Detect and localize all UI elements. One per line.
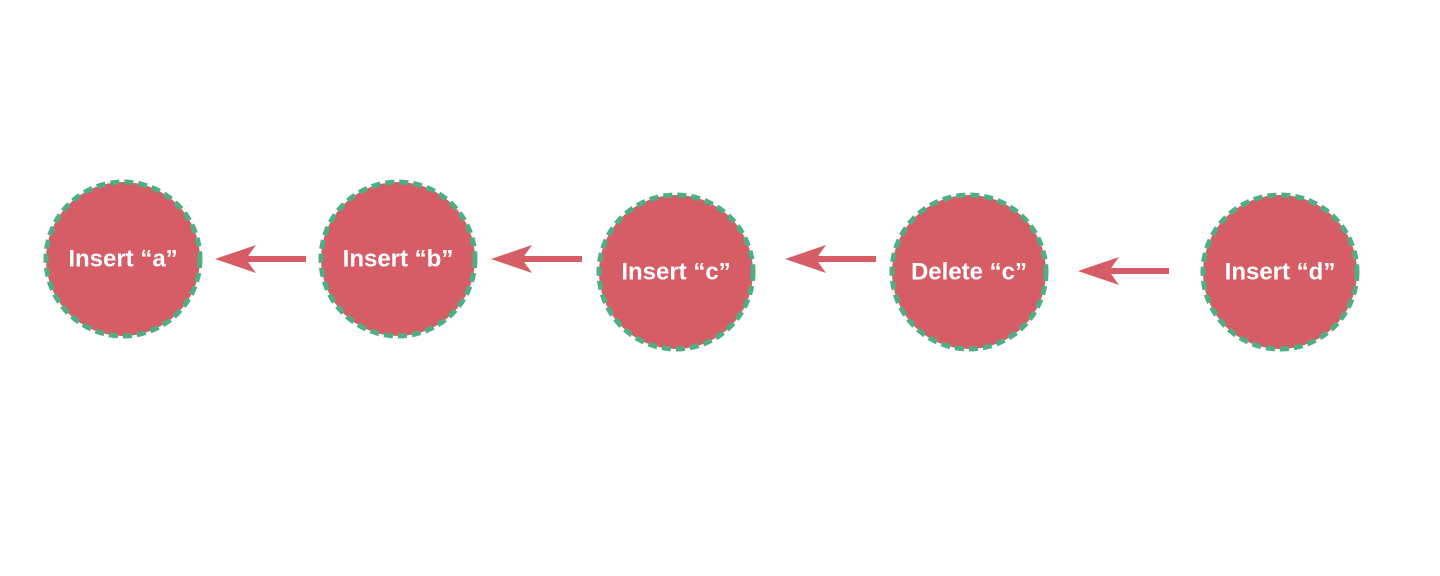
nodes: Insert “a” Insert “b” Insert “c” Delete … — [43, 179, 1360, 352]
edge-d-to-delete-c — [1078, 257, 1169, 285]
edge-delete-c-to-c — [785, 245, 876, 273]
node-label: Insert “b” — [343, 246, 454, 273]
node-label: Delete “c” — [911, 259, 1027, 286]
arrowhead-icon — [785, 245, 826, 273]
edge-c-to-b — [491, 245, 582, 273]
arrowhead-icon — [491, 245, 532, 273]
node-circle — [318, 179, 478, 339]
edges — [215, 245, 1169, 285]
node-insert-a: Insert “a” — [43, 179, 203, 339]
node-circle — [889, 192, 1049, 352]
arrowhead-icon — [1078, 257, 1119, 285]
node-insert-b: Insert “b” — [318, 179, 478, 339]
node-delete-c: Delete “c” — [889, 192, 1049, 352]
node-circle — [1200, 192, 1360, 352]
node-label: Insert “c” — [621, 259, 730, 286]
node-circle — [43, 179, 203, 339]
node-insert-c: Insert “c” — [596, 192, 756, 352]
edge-b-to-a — [215, 245, 306, 273]
node-insert-d: Insert “d” — [1200, 192, 1360, 352]
node-label: Insert “d” — [1225, 259, 1336, 286]
node-circle — [596, 192, 756, 352]
arrowhead-icon — [215, 245, 256, 273]
node-label: Insert “a” — [68, 246, 177, 273]
